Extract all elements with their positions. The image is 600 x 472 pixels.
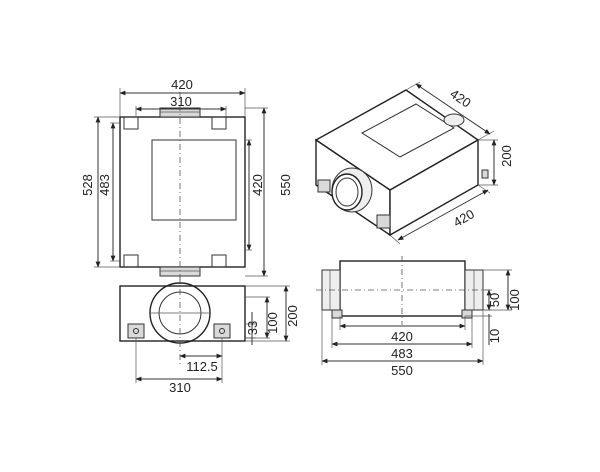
bracket-top-left — [123, 116, 139, 130]
dim-top-550: 550 — [278, 174, 293, 196]
dim-front-112-5: 112.5 — [186, 359, 218, 374]
side-foot-right — [461, 309, 473, 319]
dim-iso-420-bottom: 420 — [451, 206, 477, 230]
dim-side-550: 550 — [391, 363, 413, 378]
dim-side-10: 10 — [487, 329, 502, 343]
dim-top-420-right: 420 — [250, 174, 265, 196]
dim-side-100: 100 — [507, 289, 522, 311]
iso-bracket-left — [317, 179, 331, 193]
bracket-top-right — [211, 116, 227, 130]
dim-front-200: 200 — [285, 305, 300, 327]
side-view-body — [339, 260, 466, 317]
front-bracket-left — [127, 323, 145, 339]
dim-front-33: 33 — [245, 321, 260, 335]
dim-top-310: 310 — [170, 94, 192, 109]
front-view: 33 100 200 112.5 310 — [119, 276, 300, 395]
top-view: 420 310 528 483 420 550 — [80, 77, 293, 292]
bracket-bottom-left — [123, 254, 139, 268]
dim-side-483: 483 — [391, 346, 413, 361]
front-bracket-right — [213, 323, 231, 339]
iso-bracket-right — [376, 214, 391, 229]
iso-view: 420 200 420 — [314, 81, 514, 245]
dim-iso-420-top: 420 — [447, 86, 473, 111]
dim-front-310: 310 — [169, 380, 191, 395]
dim-top-420: 420 — [171, 77, 193, 92]
top-view-panel — [151, 139, 237, 221]
dim-side-420: 420 — [391, 329, 413, 344]
side-view: 50 100 10 420 483 550 — [316, 256, 522, 378]
dim-top-528: 528 — [80, 174, 95, 196]
dim-top-483: 483 — [97, 174, 112, 196]
side-foot-left — [331, 309, 343, 319]
top-view-body — [119, 116, 246, 268]
bracket-bottom-right — [211, 254, 227, 268]
dim-front-100: 100 — [265, 312, 280, 334]
dim-side-50: 50 — [487, 293, 502, 307]
dim-iso-200: 200 — [499, 145, 514, 167]
